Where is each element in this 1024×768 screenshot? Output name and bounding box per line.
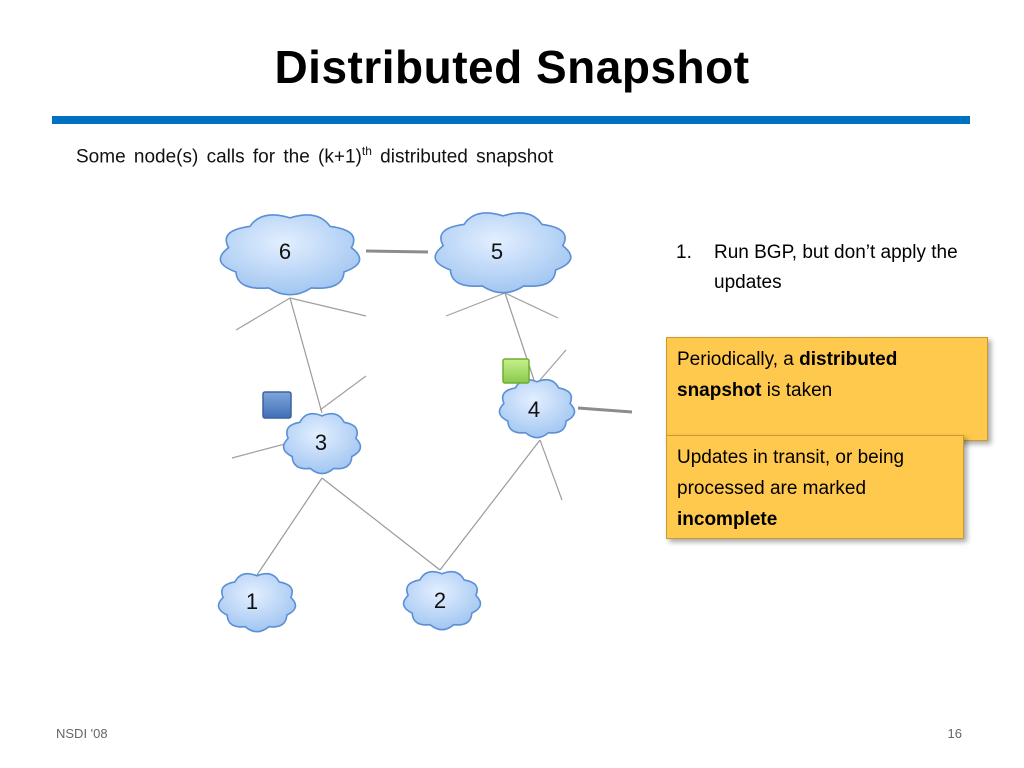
step-item: 1. Run BGP, but don’t apply the updates xyxy=(676,238,996,298)
link-4-offslide xyxy=(577,406,633,414)
node-label: 1 xyxy=(246,589,258,614)
router-node-1: 1 xyxy=(217,572,297,633)
callout-text-end: is taken xyxy=(761,380,833,401)
footer-page-number: 16 xyxy=(947,726,962,741)
network-links xyxy=(256,249,633,576)
node-label: 4 xyxy=(528,397,540,422)
dangling-links xyxy=(231,292,567,501)
callout-bold-text: distributed snapshot xyxy=(677,349,898,401)
cloud-icon xyxy=(434,212,572,294)
stub-link xyxy=(539,439,563,501)
cloud-icon xyxy=(282,412,362,475)
callout-bold-text: incomplete xyxy=(677,509,778,530)
step-list: 1. Run BGP, but don’t apply the updates xyxy=(676,238,996,298)
router-node-3: 3 xyxy=(282,412,362,475)
router-node-6: 6 xyxy=(219,214,361,296)
subtitle-text: Some node(s) calls for the (k+1) xyxy=(76,146,362,168)
subtitle-superscript: th xyxy=(361,144,372,158)
node-label: 3 xyxy=(315,430,327,455)
snapshot-marker-blue xyxy=(262,391,292,419)
slide-title: Distributed Snapshot xyxy=(274,41,750,93)
node-label: 2 xyxy=(434,588,446,613)
footer-conference: NSDI '08 xyxy=(56,726,108,741)
router-node-5: 5 xyxy=(434,212,572,294)
subtitle: Some node(s) calls for the (k+1)th distr… xyxy=(76,144,553,168)
callout-text: Updates in transit, or being processed a… xyxy=(677,447,905,499)
stub-link xyxy=(539,349,567,381)
stub-link xyxy=(319,375,367,411)
router-node-4: 4 xyxy=(498,378,576,439)
callout-text: Periodically, a xyxy=(677,349,800,370)
stub-link xyxy=(235,297,291,331)
link-6-3 xyxy=(289,297,323,414)
link-4-2 xyxy=(439,439,541,571)
subtitle-text-end: distributed snapshot xyxy=(371,146,554,168)
callout-incomplete: Updates in transit, or being processed a… xyxy=(666,435,964,539)
router-node-2: 2 xyxy=(402,570,482,631)
network-nodes: 6 5 4 3 1 2 xyxy=(217,212,576,633)
node-label: 5 xyxy=(491,239,503,264)
stub-link xyxy=(445,292,506,317)
step-text: Run BGP, but don’t apply the updates xyxy=(714,242,958,293)
callout-snapshot: Periodically, a distributed snapshot is … xyxy=(666,337,988,441)
link-3-1 xyxy=(256,477,323,576)
title-underline xyxy=(52,116,970,124)
stub-link xyxy=(504,292,559,319)
cloud-icon xyxy=(217,572,297,633)
link-6-5 xyxy=(365,249,429,254)
node-label: 6 xyxy=(279,239,291,264)
step-number: 1. xyxy=(676,242,692,263)
cloud-icon xyxy=(498,378,576,439)
link-3-2 xyxy=(321,477,441,571)
stub-link xyxy=(289,297,367,317)
cloud-icon xyxy=(219,214,361,296)
snapshot-marker-green xyxy=(502,358,530,384)
cloud-icon xyxy=(402,570,482,631)
